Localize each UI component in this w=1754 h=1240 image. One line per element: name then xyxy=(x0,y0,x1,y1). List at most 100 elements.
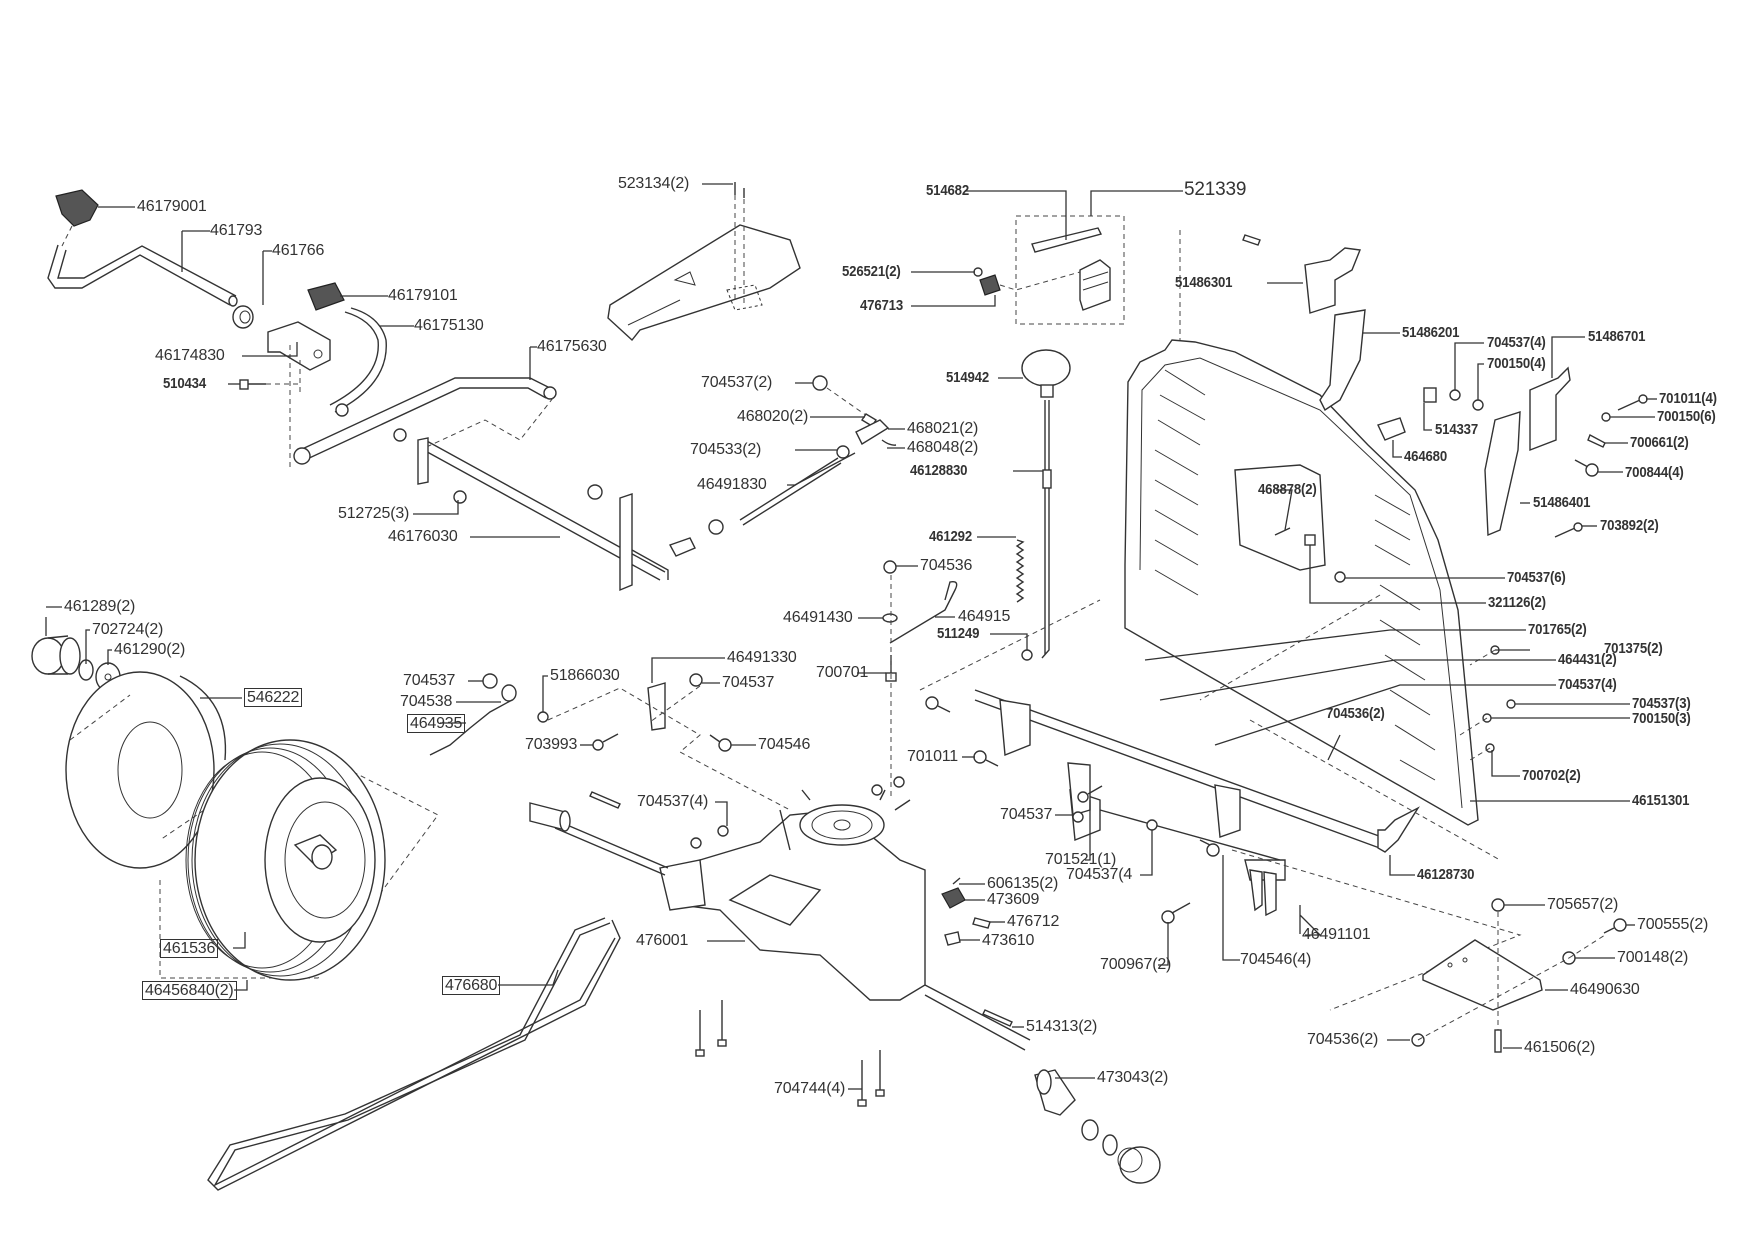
key-left[interactable] xyxy=(589,791,621,809)
label-468048[interactable]: 468048(2) xyxy=(907,439,979,456)
label-701011-4[interactable]: 701011(4) xyxy=(1659,390,1717,407)
label-51486201[interactable]: 51486201 xyxy=(1402,324,1460,341)
screw-523134[interactable] xyxy=(734,182,745,198)
pin-461506[interactable] xyxy=(1494,1029,1502,1053)
hook-46128730[interactable] xyxy=(1377,806,1420,853)
cross-shaft-46176030[interactable] xyxy=(417,437,669,592)
label-46456840[interactable]: 46456840(2) xyxy=(142,981,237,1000)
bracket-46174830[interactable] xyxy=(267,321,331,371)
label-473043[interactable]: 473043(2) xyxy=(1097,1069,1169,1086)
axle-right-514313[interactable] xyxy=(924,984,1031,1051)
washer-end[interactable] xyxy=(1081,1119,1099,1141)
label-46175630[interactable]: 46175630 xyxy=(537,338,607,355)
nut-705657[interactable] xyxy=(1491,898,1505,912)
nut-704533[interactable] xyxy=(836,445,850,459)
label-704537-4-mid[interactable]: 704537(4) xyxy=(1558,676,1617,693)
label-700844[interactable]: 700844(4) xyxy=(1625,464,1684,481)
label-702724[interactable]: 702724(2) xyxy=(92,621,164,638)
cap-end[interactable] xyxy=(1117,1146,1161,1184)
label-700555[interactable]: 700555(2) xyxy=(1637,916,1709,933)
label-510434[interactable]: 510434 xyxy=(163,375,206,392)
label-46179101[interactable]: 46179101 xyxy=(388,287,458,304)
washer-704538[interactable] xyxy=(501,684,517,702)
nut-704536[interactable] xyxy=(883,560,897,574)
brake-rod-464915[interactable] xyxy=(889,580,958,644)
label-464915[interactable]: 464915 xyxy=(958,608,1011,625)
label-46174830[interactable]: 46174830 xyxy=(155,347,225,364)
label-476680[interactable]: 476680 xyxy=(442,976,501,995)
label-700150-6[interactable]: 700150(6) xyxy=(1657,408,1716,425)
belt-476680[interactable] xyxy=(207,917,621,1191)
label-461292[interactable]: 461292 xyxy=(929,528,972,545)
label-514682[interactable]: 514682 xyxy=(926,182,969,199)
nut-704537-bracket[interactable] xyxy=(689,673,703,687)
nut-704537-4[interactable] xyxy=(1449,389,1461,401)
label-46175130[interactable]: 46175130 xyxy=(414,317,484,334)
label-700967[interactable]: 700967(2) xyxy=(1100,956,1172,973)
nuts-704537-4-trans[interactable] xyxy=(690,776,905,849)
washer-526521[interactable] xyxy=(973,267,983,277)
label-705657[interactable]: 705657(2) xyxy=(1547,896,1619,913)
screw-468878[interactable] xyxy=(1274,527,1291,536)
label-700701[interactable]: 700701 xyxy=(816,664,869,681)
bolt-700844[interactable] xyxy=(1574,459,1599,477)
label-514942[interactable]: 514942 xyxy=(946,369,989,386)
clip-468048[interactable] xyxy=(881,439,897,446)
label-704744[interactable]: 704744(4) xyxy=(774,1080,846,1097)
label-461766[interactable]: 461766 xyxy=(272,242,325,259)
label-514313[interactable]: 514313(2) xyxy=(1026,1018,1098,1035)
sensor-473609[interactable] xyxy=(941,887,966,909)
label-51486401[interactable]: 51486401 xyxy=(1533,494,1591,511)
label-464680[interactable]: 464680 xyxy=(1404,448,1447,465)
clip-511249[interactable] xyxy=(1021,649,1033,661)
label-473610[interactable]: 473610 xyxy=(982,932,1035,949)
label-476001[interactable]: 476001 xyxy=(636,932,689,949)
label-46128730[interactable]: 46128730 xyxy=(1417,866,1475,883)
label-704537-crossbar[interactable]: 704537 xyxy=(1000,806,1053,823)
label-523134[interactable]: 523134(2) xyxy=(618,175,690,192)
transmission-476001[interactable] xyxy=(659,789,926,1001)
nut-704537-brake[interactable] xyxy=(482,673,498,689)
label-46128830[interactable]: 46128830 xyxy=(910,462,968,479)
wheel-assembly-46456840[interactable] xyxy=(159,739,439,981)
nut-704537-2[interactable] xyxy=(812,375,828,391)
label-464935[interactable]: 464935 xyxy=(407,714,466,733)
label-701011[interactable]: 701011 xyxy=(907,748,959,765)
bracket-51486301[interactable] xyxy=(1304,247,1361,314)
bolt-700967[interactable] xyxy=(1161,902,1191,924)
pedal-arm-461793[interactable] xyxy=(47,244,238,307)
label-321126[interactable]: 321126(2) xyxy=(1488,594,1546,611)
pedal-pad-46179001[interactable] xyxy=(55,189,99,247)
pedal-arm-46175130[interactable] xyxy=(329,307,387,413)
label-511249[interactable]: 511249 xyxy=(937,625,980,642)
label-461536[interactable]: 461536 xyxy=(160,939,219,958)
plate-46490630[interactable] xyxy=(1422,939,1543,1011)
label-46491330[interactable]: 46491330 xyxy=(727,649,797,666)
bracket-51486201[interactable] xyxy=(1319,309,1366,412)
screw-701011-4[interactable] xyxy=(1617,394,1648,411)
kit-521339[interactable] xyxy=(1015,215,1125,325)
label-461506[interactable]: 461506(2) xyxy=(1524,1039,1596,1056)
crossbar[interactable] xyxy=(974,689,1391,881)
label-526521[interactable]: 526521(2) xyxy=(842,263,901,280)
label-704533[interactable]: 704533(2) xyxy=(690,441,762,458)
nut-704537-4-crossbar[interactable] xyxy=(1146,819,1158,831)
washer-51866030[interactable] xyxy=(537,711,549,723)
bolts-704744[interactable] xyxy=(695,1000,885,1107)
label-700150-4[interactable]: 700150(4) xyxy=(1487,355,1546,372)
pin-top[interactable] xyxy=(1242,234,1261,246)
label-46151301[interactable]: 46151301 xyxy=(1632,792,1690,809)
label-606135[interactable]: 606135(2) xyxy=(987,875,1059,892)
label-476713[interactable]: 476713 xyxy=(860,297,903,314)
seat-bracket[interactable] xyxy=(607,190,801,342)
label-704536-2-frame[interactable]: 704536(2) xyxy=(1326,705,1385,722)
label-51866030[interactable]: 51866030 xyxy=(550,667,620,684)
label-704537-3[interactable]: 704537(3) xyxy=(1632,695,1691,712)
screw-606135[interactable] xyxy=(952,877,961,885)
label-464431[interactable]: 464431(2) xyxy=(1558,651,1617,668)
label-546222[interactable]: 546222 xyxy=(244,688,303,707)
switch-464680[interactable] xyxy=(1377,417,1406,441)
screw-703892[interactable] xyxy=(1554,522,1583,538)
label-461289[interactable]: 461289(2) xyxy=(64,598,136,615)
bolt-top-crossbar[interactable] xyxy=(925,696,951,713)
